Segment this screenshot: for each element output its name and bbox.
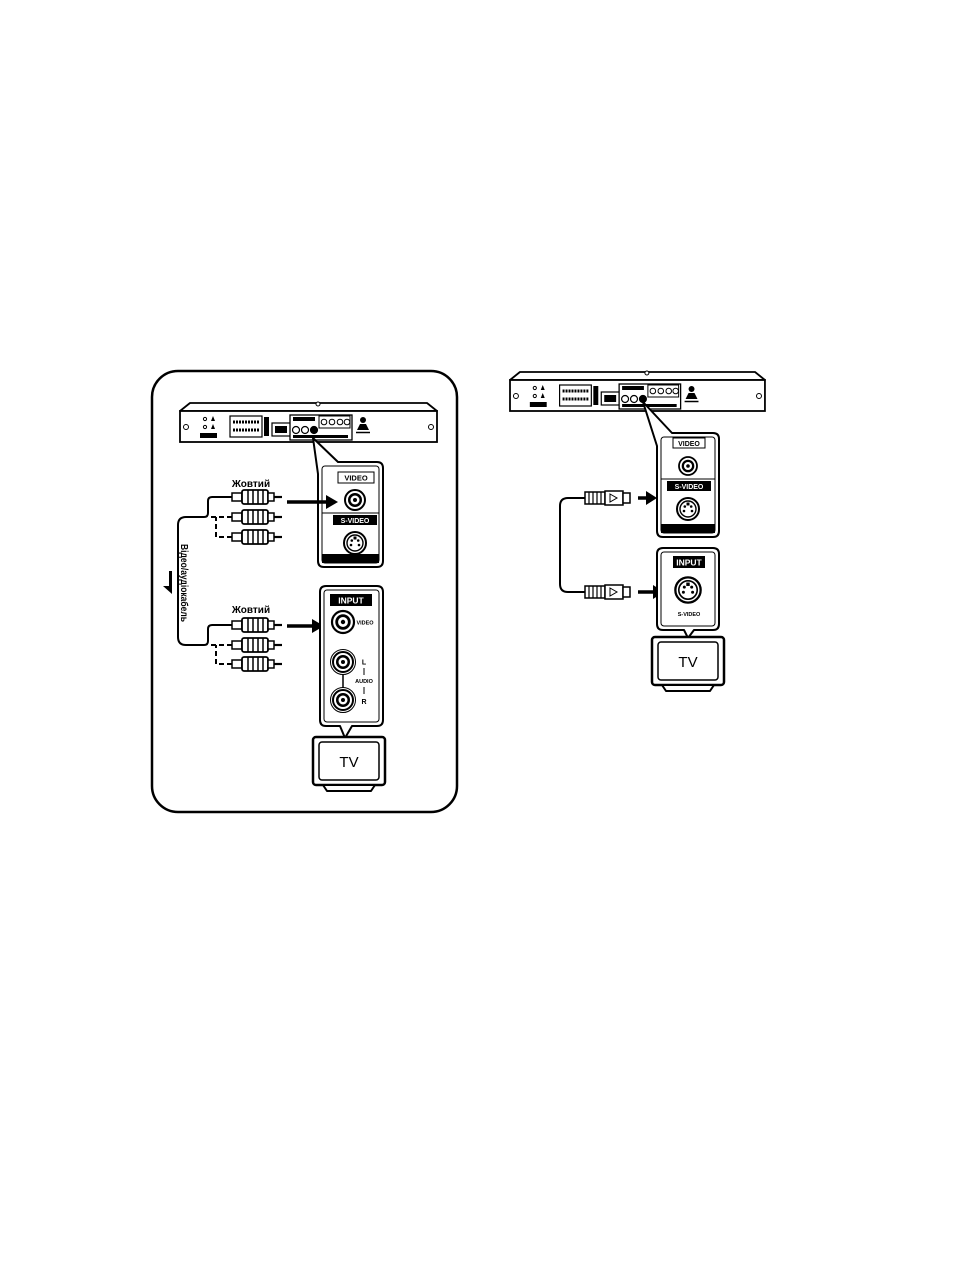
- tv-audio-right-jack: [333, 690, 353, 710]
- video-output-jack: [679, 457, 697, 475]
- video-output-label: VIDEO: [678, 441, 700, 448]
- tv-audio-left-jack: [333, 652, 353, 672]
- tv-label: TV: [678, 654, 697, 671]
- svideo-plug-tv-end: [585, 585, 630, 599]
- tv-input-title: INPUT: [676, 558, 702, 568]
- tv-svideo-input-label: S-VIDEO: [678, 612, 701, 618]
- tv-input-callout: INPUT VIDEO L AUDIO R: [320, 586, 383, 738]
- tv-video-input-jack: [332, 611, 354, 633]
- lower-plugs-color-label: Жовтий: [231, 605, 270, 616]
- tv-input-title: INPUT: [338, 596, 364, 606]
- svideo-output-jack: [677, 498, 699, 520]
- dvd-rear-panel: [180, 402, 437, 442]
- dvd-rear-panel: [510, 371, 765, 411]
- svideo-output-label: S-VIDEO: [675, 484, 704, 491]
- tv-svideo-input-jack: [675, 577, 700, 602]
- svideo-output-label: S-VIDEO: [341, 518, 370, 525]
- svideo-plug-dvd-end: [585, 491, 630, 505]
- tv-audio-label: AUDIO: [355, 679, 373, 685]
- svideo-output-jack: [344, 532, 366, 554]
- upper-plugs-color-label: Жовтий: [231, 479, 270, 490]
- cable-label: Відео/аудіокабель: [178, 544, 190, 622]
- tv-audio-left-label: L: [362, 660, 367, 667]
- video-output-label: VIDEO: [344, 474, 368, 483]
- tv-video-input-label: VIDEO: [356, 621, 374, 627]
- tv-label: TV: [339, 754, 358, 771]
- tv-input-callout: INPUT S-VIDEO: [657, 548, 719, 638]
- tv-audio-right-label: R: [361, 699, 366, 706]
- video-output-jack: [345, 490, 365, 510]
